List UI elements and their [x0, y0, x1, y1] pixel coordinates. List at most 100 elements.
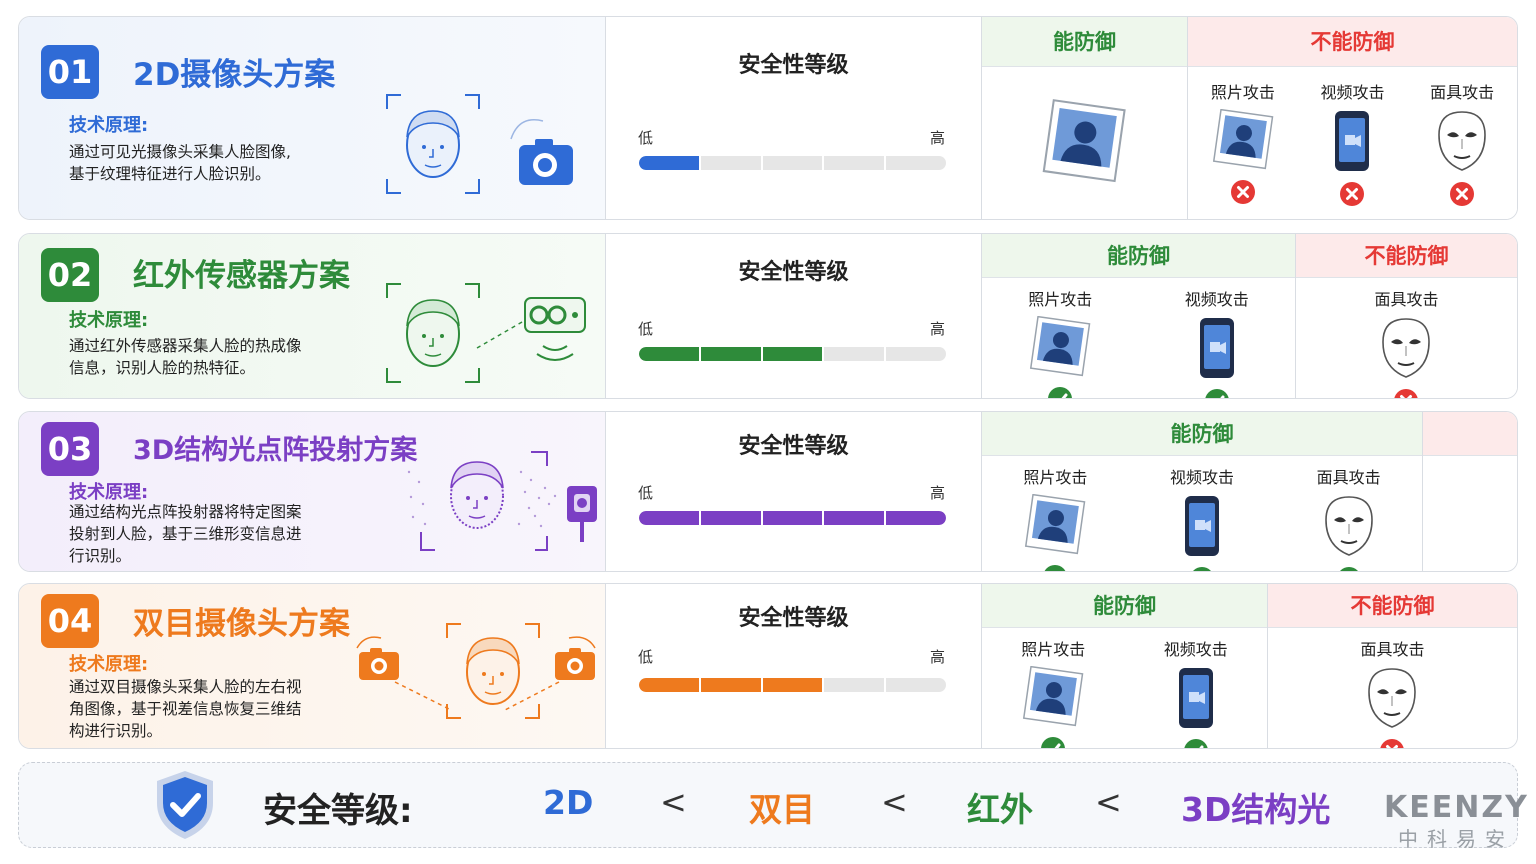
photo-icon	[1028, 315, 1092, 382]
bar-segment-divider	[699, 156, 702, 170]
can-defend-heading: 能防御	[982, 17, 1187, 67]
bar-segment-divider	[699, 678, 702, 692]
attack-item: 面具攻击	[1360, 636, 1425, 748]
bar-segment-divider	[822, 511, 825, 525]
defense-panel: 能防御 照片攻击 视频攻击 不能防御 面具攻击	[982, 234, 1517, 398]
attack-item: 面具攻击	[1374, 286, 1439, 398]
infrared-sensor-icon	[524, 297, 586, 361]
check-icon	[1040, 736, 1066, 748]
scheme-row-2d: 01 2D摄像头方案 技术原理: 通过可见光摄像头采集人脸图像, 基于纹理特征进…	[18, 16, 1518, 220]
photo-icon	[1023, 493, 1087, 560]
rank-2d: 2D	[543, 783, 594, 822]
scheme-number-badge: 03	[41, 422, 99, 476]
principle-text: 通过双目摄像头采集人脸的左右视 角图像，基于视差信息恢复三维结 构进行识别。	[69, 676, 359, 742]
scheme-row-binocular: 04 双目摄像头方案 技术原理: 通过双目摄像头采集人脸的左右视 角图像，基于视…	[18, 583, 1518, 749]
check-icon	[1183, 738, 1209, 748]
cross-icon	[1379, 738, 1405, 748]
security-level-bar	[639, 347, 946, 361]
rank-binocular: 双目	[749, 790, 815, 829]
bar-segment-divider	[883, 678, 886, 692]
bar-segment-divider	[760, 156, 763, 170]
level-low-label: 低	[638, 648, 654, 666]
principle-label: 技术原理:	[69, 115, 149, 136]
security-level-bar	[639, 678, 946, 692]
scheme-number-badge: 01	[41, 45, 99, 99]
can-defend-group: 能防御 照片攻击 视频攻击	[982, 234, 1296, 398]
cannot-defend-items: 面具攻击	[1268, 636, 1517, 748]
can-defend-heading: 能防御	[982, 234, 1295, 278]
level-high-label: 高	[929, 320, 945, 338]
security-level-title: 安全性等级	[738, 260, 849, 285]
left-camera-icon	[356, 636, 399, 680]
scheme-info: 01 2D摄像头方案 技术原理: 通过可见光摄像头采集人脸图像, 基于纹理特征进…	[19, 17, 605, 219]
bar-segment-divider	[822, 156, 825, 170]
level-low-label: 低	[638, 320, 654, 338]
scheme-info: 02 红外传感器方案 技术原理: 通过红外传感器采集人脸的热成像 信息，识别人脸…	[19, 234, 605, 398]
video-phone-icon	[1182, 494, 1222, 562]
mask-icon	[1435, 109, 1489, 177]
can-defend-items: 照片攻击视频攻击面具攻击	[982, 464, 1422, 571]
face-icon	[466, 637, 520, 705]
principle-label: 技术原理:	[69, 654, 149, 675]
summary-label: 安全等级:	[263, 791, 413, 831]
attack-label: 面具攻击	[1360, 640, 1425, 659]
attack-item: 照片攻击	[1023, 464, 1088, 571]
principle-text: 通过可见光摄像头采集人脸图像, 基于纹理特征进行人脸识别。	[69, 141, 359, 185]
bar-segment-divider	[699, 347, 702, 361]
scheme-title: 3D结构光点阵投射方案	[133, 435, 418, 466]
can-defend-group: 能防御	[982, 17, 1188, 219]
rank-infrared: 红外	[967, 790, 1033, 829]
security-level-fill	[639, 156, 701, 170]
principle-line: 信息，识别人脸的热特征。	[69, 359, 256, 377]
photo-icon	[1211, 108, 1275, 175]
principle-text: 通过红外传感器采集人脸的热成像 信息，识别人脸的热特征。	[69, 335, 359, 379]
principle-line: 行识别。	[69, 547, 132, 565]
attack-item: 面具攻击	[1317, 464, 1381, 571]
can-defend-items: 照片攻击 视频攻击	[982, 286, 1295, 398]
bar-segment-divider	[760, 678, 763, 692]
scheme-title: 双目摄像头方案	[133, 606, 350, 642]
bar-segment-divider	[883, 347, 886, 361]
attack-label: 面具攻击	[1430, 83, 1495, 102]
check-icon	[1204, 388, 1230, 398]
cannot-defend-group: 不能防御 面具攻击	[1296, 234, 1517, 398]
scheme-title: 2D摄像头方案	[133, 57, 336, 93]
level-high-label: 高	[929, 484, 945, 502]
cross-icon	[1449, 181, 1475, 207]
mask-icon	[1365, 666, 1419, 734]
attack-label: 照片攻击	[1028, 290, 1093, 309]
cannot-defend-group: 不能防御 照片攻击视频攻击面具攻击	[1188, 17, 1517, 219]
scheme-row-infrared: 02 红外传感器方案 技术原理: 通过红外传感器采集人脸的热成像 信息，识别人脸…	[18, 233, 1518, 399]
face-icon	[406, 299, 460, 367]
cannot-defend-group: 不能防御 面具攻击	[1268, 584, 1517, 748]
cannot-defend-items: 照片攻击视频攻击面具攻击	[1188, 79, 1517, 207]
cross-icon	[1393, 388, 1419, 398]
attack-label: 照片攻击	[1021, 640, 1086, 659]
principle-line: 构进行识别。	[69, 722, 163, 740]
face-camera-illustration	[386, 94, 573, 194]
cannot-defend-group	[1423, 412, 1517, 571]
security-level-panel: 安全性等级 低 高	[605, 584, 982, 748]
can-defend-heading: 能防御	[982, 412, 1422, 456]
principle-line: 通过可见光摄像头采集人脸图像,	[69, 143, 291, 161]
photo-icon	[1040, 99, 1128, 189]
bar-segment-divider	[822, 678, 825, 692]
attack-item: 视频攻击	[1164, 636, 1228, 748]
rank-3d-structured-light: 3D结构光	[1181, 790, 1331, 829]
principle-line: 投射到人脸，基于三维形变信息进	[69, 525, 302, 543]
can-defend-group: 能防御 照片攻击视频攻击面具攻击	[982, 412, 1423, 571]
security-level-title: 安全性等级	[738, 434, 849, 459]
check-icon	[1189, 566, 1215, 571]
attack-item: 视频攻击	[1185, 286, 1249, 398]
scheme-row-3d-structured-light: 03 3D结构光点阵投射方案 技术原理: 通过结构光点阵投射器将特定图案 投射到…	[18, 411, 1518, 572]
video-phone-icon	[1332, 109, 1372, 177]
security-level-fill	[639, 511, 946, 525]
cross-icon	[1230, 179, 1256, 205]
bar-segment-divider	[699, 511, 702, 525]
attack-label: 照片攻击	[1023, 468, 1088, 487]
cannot-defend-heading: 不能防御	[1296, 234, 1517, 278]
photo-icon	[1021, 665, 1085, 732]
principle-line: 通过双目摄像头采集人脸的左右视	[69, 678, 302, 696]
mask-icon	[1322, 494, 1376, 562]
scheme-info: 04 双目摄像头方案 技术原理: 通过双目摄像头采集人脸的左右视 角图像，基于视…	[19, 584, 605, 748]
